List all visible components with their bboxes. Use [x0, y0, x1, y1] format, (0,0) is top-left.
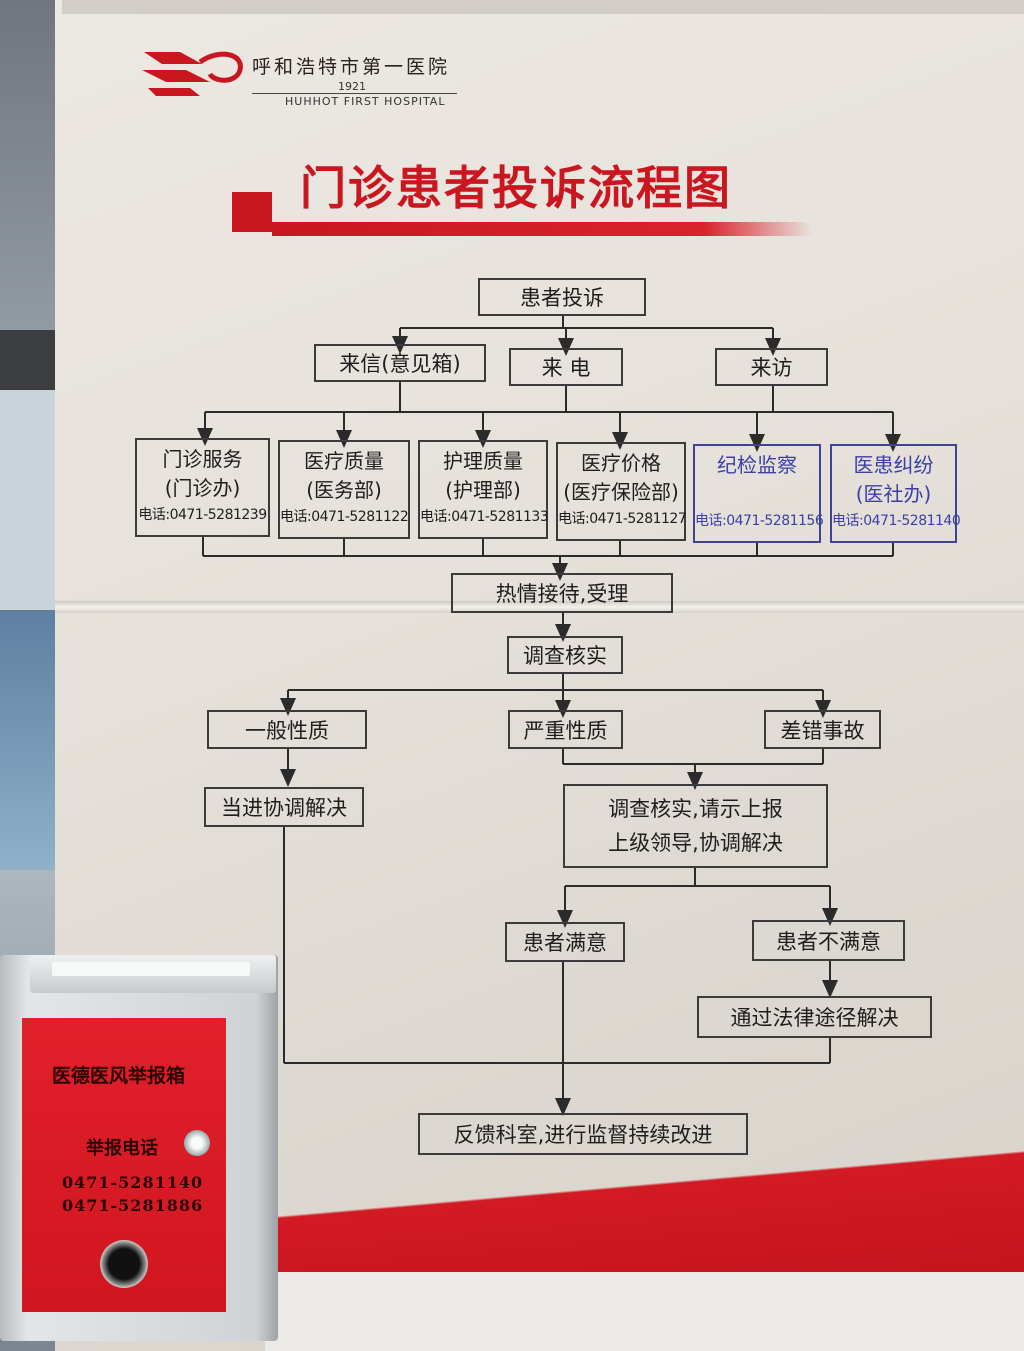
serious-resolve-line1: 调查核实,请示上报: [608, 797, 783, 821]
dept-discipline-name: 纪检监察: [717, 453, 797, 477]
dept-outpatient-name: 门诊服务: [162, 447, 243, 471]
general-resolve-node: 当进协调解决: [204, 787, 364, 827]
dept-dispute-office: (医社办): [855, 482, 932, 506]
receive-node: 热情接待,受理: [451, 573, 673, 613]
key-hole-icon: [100, 1240, 148, 1288]
dept-nursing-quality: 护理质量 (护理部) 电话:0471-5281133: [418, 440, 549, 539]
bottom-white-band: [265, 1272, 1024, 1351]
dept-nursing-quality-name: 护理质量: [443, 449, 523, 473]
start-node: 患者投诉: [478, 278, 646, 316]
dept-medical-quality: 医疗质量 (医务部) 电话:0471-5281122: [278, 440, 410, 539]
hospital-name-cn: 呼和浩特市第一医院: [252, 56, 451, 78]
dept-discipline-office: [695, 480, 819, 508]
dept-medical-price-phone: 电话:0471-5281127: [558, 511, 687, 527]
channel-letter: 来信(意见箱): [314, 344, 486, 382]
dept-outpatient-phone: 电话:0471-5281239: [138, 507, 267, 523]
title-underline: [272, 222, 812, 236]
hospital-year: 1921: [338, 80, 366, 93]
dept-dispute-phone: 电话:0471-5281140: [832, 513, 961, 529]
logo-rule: [252, 93, 457, 94]
dept-discipline-phone: 电话:0471-5281156: [695, 513, 824, 529]
channel-visit: 来访: [715, 348, 828, 386]
dept-nursing-quality-phone: 电话:0471-5281133: [420, 509, 549, 525]
tile-seam: [55, 601, 1024, 613]
page-title: 门诊患者投诉流程图: [300, 161, 732, 215]
hospital-name-en: HUHHOT FIRST HOSPITAL: [285, 95, 446, 108]
category-accident: 差错事故: [764, 710, 881, 749]
dept-nursing-quality-office: (护理部): [445, 478, 521, 502]
dept-outpatient: 门诊服务 (门诊办) 电话:0471-5281239: [135, 438, 270, 537]
dept-medical-quality-phone: 电话:0471-5281122: [280, 509, 409, 525]
bottom-red-swoosh: [265, 1120, 1024, 1285]
title-accent-block: [232, 192, 272, 232]
dept-medical-price: 医疗价格 (医疗保险部) 电话:0471-5281127: [556, 442, 687, 541]
unsatisfied-node: 患者不满意: [752, 920, 905, 961]
dept-medical-price-name: 医疗价格: [581, 451, 661, 475]
dept-discipline: 纪检监察 电话:0471-5281156: [693, 444, 824, 543]
serious-resolve-node: 调查核实,请示上报 上级领导,协调解决: [563, 784, 828, 868]
satisfied-node: 患者满意: [505, 922, 625, 962]
dept-outpatient-office: (门诊办): [164, 476, 241, 500]
dept-medical-quality-name: 医疗质量: [304, 449, 384, 473]
dept-medical-quality-office: (医务部): [306, 478, 382, 502]
final-node: 反馈科室,进行监督持续改进: [418, 1113, 748, 1155]
category-general: 一般性质: [207, 710, 367, 749]
report-box-slot: [52, 962, 250, 976]
report-box-phone-label: 举报电话: [86, 1138, 158, 1159]
report-box-phone-2: 0471-5281886: [62, 1196, 204, 1215]
lock-icon: [184, 1130, 210, 1156]
category-serious: 严重性质: [508, 710, 623, 749]
hospital-logo: 呼和浩特市第一医院 1921 HUHHOT FIRST HOSPITAL: [140, 42, 470, 112]
legal-node: 通过法律途径解决: [697, 996, 932, 1038]
dept-dispute-name: 医患纠纷: [853, 453, 934, 477]
report-box-title: 医德医风举报箱: [52, 1065, 186, 1087]
dept-medical-price-office: (医疗保险部): [563, 480, 679, 504]
hospital-emblem-icon: [142, 51, 243, 96]
serious-resolve-line2: 上级领导,协调解决: [608, 831, 783, 855]
channel-phone: 来 电: [509, 348, 623, 386]
investigate-node: 调查核实: [507, 636, 623, 674]
wall-top-edge: [62, 0, 1024, 14]
dept-dispute: 医患纠纷 (医社办) 电话:0471-5281140: [830, 444, 961, 543]
report-box-phone-1: 0471-5281140: [62, 1173, 204, 1192]
